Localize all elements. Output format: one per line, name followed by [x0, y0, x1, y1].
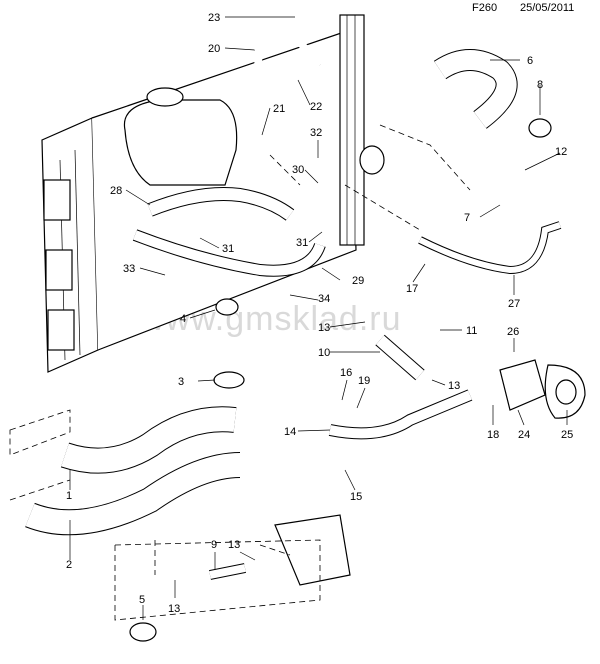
callout-34: 34: [318, 293, 330, 305]
callout-32: 32: [310, 127, 322, 139]
callout-2: 2: [66, 559, 72, 571]
callout-21: 21: [273, 103, 285, 115]
callout-1: 1: [66, 490, 72, 502]
callout-24: 24: [518, 429, 530, 441]
callout-26: 26: [507, 326, 519, 338]
callout-14: 14: [284, 426, 296, 438]
callout-8: 8: [537, 79, 543, 91]
callout-5: 5: [139, 594, 145, 606]
callout-27: 27: [508, 298, 520, 310]
callout-31b: 31: [296, 237, 308, 249]
callout-17: 17: [406, 283, 418, 295]
callout-13b: 13: [448, 380, 460, 392]
expansion-tank: [123, 87, 238, 186]
callout-20: 20: [208, 43, 220, 55]
callout-29: 29: [352, 275, 364, 287]
callout-16: 16: [340, 367, 352, 379]
callout-28: 28: [110, 185, 122, 197]
callout-18: 18: [487, 429, 499, 441]
callout-6: 6: [527, 55, 533, 67]
callout-25: 25: [561, 429, 573, 441]
callout-31: 31: [222, 243, 234, 255]
callout-3: 3: [178, 376, 184, 388]
callout-9: 9: [211, 539, 217, 551]
callout-10: 10: [318, 347, 330, 359]
callout-13d: 13: [168, 603, 180, 615]
callout-30: 30: [292, 164, 304, 176]
radiator-core: [339, 14, 385, 246]
callout-7: 7: [464, 212, 470, 224]
callout-13a: 13: [318, 322, 330, 334]
callout-13c: 13: [228, 539, 240, 551]
callout-33: 33: [123, 263, 135, 275]
callout-19: 19: [358, 375, 370, 387]
callout-23: 23: [208, 12, 220, 24]
callout-4: 4: [180, 313, 186, 325]
diagram-code: F260: [472, 2, 498, 14]
diagram-date: 25/05/2011: [520, 2, 575, 14]
callout-11: 11: [466, 325, 477, 337]
callout-12: 12: [555, 146, 567, 158]
callout-15: 15: [350, 491, 362, 503]
callout-22: 22: [310, 101, 322, 113]
